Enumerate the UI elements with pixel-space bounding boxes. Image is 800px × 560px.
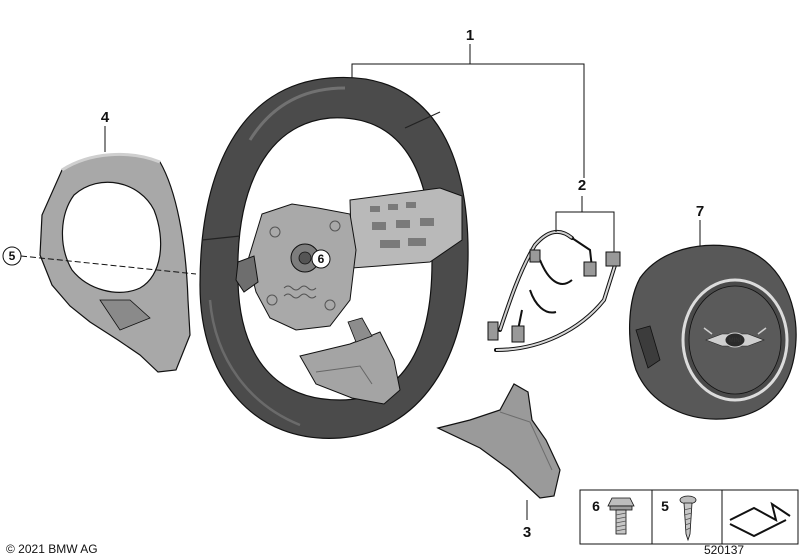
orientation-arrow-icon xyxy=(729,501,791,538)
callout-7: 7 xyxy=(696,203,704,220)
steering-wheel-lower-spoke xyxy=(299,331,401,405)
upper-trim-cover[interactable] xyxy=(39,153,191,373)
legend-item-6: 6 xyxy=(592,497,635,535)
legend-item-5: 5 xyxy=(661,495,697,542)
mini-logo: MINI xyxy=(703,327,767,348)
svg-text:6: 6 xyxy=(318,252,325,266)
svg-text:6: 6 xyxy=(592,498,600,514)
flange-bolt-icon xyxy=(607,497,635,535)
steering-wheel-rim xyxy=(199,76,469,439)
svg-text:5: 5 xyxy=(661,498,669,514)
callouts: 1 2 3 4 7 5 6 xyxy=(2,27,704,541)
steering-wheel[interactable] xyxy=(199,76,469,439)
leader-lines xyxy=(20,44,701,520)
drawing-number: 520137 xyxy=(704,543,745,557)
wiring-harness[interactable] xyxy=(487,229,621,352)
callout-4: 4 xyxy=(101,109,110,126)
callout-6: 6 xyxy=(311,249,331,269)
airbag-module[interactable]: MINI xyxy=(629,244,797,420)
svg-text:5: 5 xyxy=(9,249,16,263)
callout-1: 1 xyxy=(466,27,474,44)
hardware-legend: 6 5 xyxy=(579,489,799,545)
svg-text:MINI: MINI xyxy=(729,338,742,344)
callout-3: 3 xyxy=(523,524,531,541)
callout-2: 2 xyxy=(578,177,586,194)
copyright-text: © 2021 BMW AG xyxy=(6,542,98,556)
callout-5: 5 xyxy=(2,246,22,266)
lower-trim-cover[interactable] xyxy=(436,383,561,499)
screw-icon xyxy=(679,495,697,542)
